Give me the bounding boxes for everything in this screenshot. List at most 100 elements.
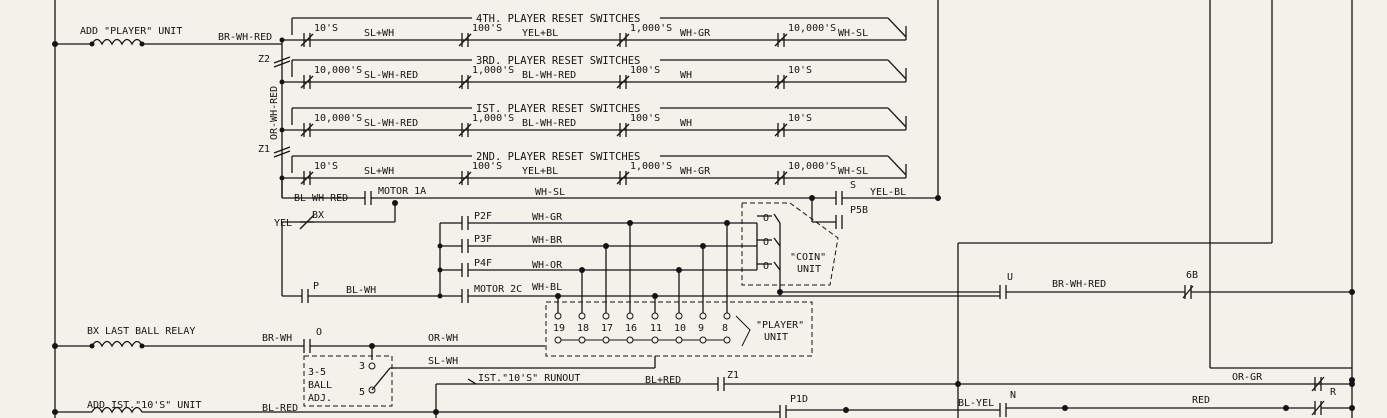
player-contact-top-8 bbox=[723, 312, 731, 320]
player-contact-top-7 bbox=[699, 312, 707, 320]
bl-red-label: BL+RED bbox=[645, 375, 681, 386]
r-relay-contact bbox=[1311, 376, 1355, 392]
switch-label-3-4: 10'S bbox=[788, 113, 812, 124]
reset-switch-1-2 bbox=[458, 33, 472, 47]
bl-red-2-label: BL-RED bbox=[262, 403, 298, 414]
bl-wh-red-label: BL-WH-RED bbox=[294, 193, 348, 204]
p4f-label: P4F bbox=[474, 258, 492, 269]
player-contact-top-3 bbox=[602, 312, 610, 320]
wire-label-1-1: SL+WH bbox=[364, 28, 394, 39]
player-unit-label-1: "PLAYER" bbox=[756, 320, 804, 331]
or-wh-label: OR-WH bbox=[428, 333, 458, 344]
player-contact-6: 10 bbox=[674, 312, 700, 344]
bx-contact-label: BX bbox=[312, 210, 324, 221]
wire-label-br-wh-red: BR-WH-RED bbox=[218, 32, 272, 43]
p5b-label: P5B bbox=[850, 205, 868, 216]
reset-switch-3-1 bbox=[300, 123, 314, 137]
ball-adj-5: 5 bbox=[359, 387, 365, 398]
switch-label-3-1: 10,000'S bbox=[314, 113, 362, 124]
or-wh-red-label: OR-WH-RED bbox=[269, 86, 280, 140]
player-contact-bottom-2 bbox=[578, 336, 586, 344]
player-contact-top-6 bbox=[675, 312, 683, 320]
reset-switch-3-2 bbox=[458, 123, 472, 137]
wire-label-2-2: BL-WH-RED bbox=[522, 70, 576, 81]
player-contact-3: 17 bbox=[601, 312, 627, 344]
reset-switch-banks: 4TH. PLAYER RESET SWITCHES 10'S SL+WH 100'S… bbox=[282, 13, 907, 185]
player-contact-num-3: 17 bbox=[601, 323, 613, 334]
reset-switch-1-4 bbox=[774, 33, 788, 47]
player-contact-7: 9 bbox=[698, 312, 724, 344]
wire-label-3-1: SL-WH-RED bbox=[364, 118, 418, 129]
add-10s-unit bbox=[52, 400, 1355, 418]
last-ball-relay-label: BX LAST BALL RELAY bbox=[87, 326, 195, 337]
reset-switch-1-1 bbox=[300, 33, 314, 47]
n-contact-label: N bbox=[1010, 390, 1016, 401]
bank-heading-3: IST. PLAYER RESET SWITCHES bbox=[476, 103, 640, 115]
z1-runout-label: Z1 bbox=[727, 370, 739, 381]
yel-bl-label: YEL-BL bbox=[870, 187, 906, 198]
reset-switch-1-3 bbox=[616, 33, 630, 47]
6b-contact-label: 6B bbox=[1186, 270, 1198, 281]
ball-adjust bbox=[303, 355, 656, 407]
last-ball-relay bbox=[52, 339, 545, 360]
bl-yel-label: BL-YEL bbox=[958, 398, 994, 409]
coin-contact-3: O bbox=[763, 261, 769, 272]
wire-label-3-3: WH bbox=[680, 118, 692, 129]
player-contact-8: 8 bbox=[722, 312, 731, 344]
player-contact-top-4 bbox=[626, 312, 634, 320]
switch-label-1-2: 100'S bbox=[472, 23, 502, 34]
player-contact-bottom-8 bbox=[723, 336, 731, 344]
player-contact-num-4: 16 bbox=[625, 323, 637, 334]
reset-switch-2-2 bbox=[458, 75, 472, 89]
br-wh-label: BR-WH bbox=[262, 333, 292, 344]
player-contact-bottom-7 bbox=[699, 336, 707, 344]
switch-label-2-1: 10,000'S bbox=[314, 65, 362, 76]
u-6b-line bbox=[780, 285, 1355, 299]
p2f-label: P2F bbox=[474, 211, 492, 222]
switch-label-4-4: 10,000'S bbox=[788, 161, 836, 172]
bank-heading-1: 4TH. PLAYER RESET SWITCHES bbox=[476, 13, 640, 25]
player-contact-bottom-1 bbox=[554, 336, 562, 344]
switch-label-2-4: 10'S bbox=[788, 65, 812, 76]
wh-sl-label: WH-SL bbox=[535, 187, 565, 198]
player-contact-top-2 bbox=[578, 312, 586, 320]
player-contact-num-5: 11 bbox=[650, 323, 662, 334]
player-contact-top-1 bbox=[554, 312, 562, 320]
ball-adj-label-2: BALL bbox=[308, 380, 332, 391]
runout-label: IST."10'S" RUNOUT bbox=[478, 373, 580, 384]
p3f-label: P3F bbox=[474, 234, 492, 245]
bank-heading-4: 2ND. PLAYER RESET SWITCHES bbox=[476, 151, 640, 163]
wh-gr-label: WH-GR bbox=[532, 212, 563, 223]
player-contact-bottom-6 bbox=[675, 336, 683, 344]
player-contact-1: 19 bbox=[553, 312, 579, 344]
switch-label-3-2: 1,000'S bbox=[472, 113, 514, 124]
motor-2c-label: MOTOR 2C bbox=[474, 284, 522, 295]
player-contact-num-6: 10 bbox=[674, 323, 686, 334]
switch-label-1-3: 1,000'S bbox=[630, 23, 672, 34]
reset-switch-4-2 bbox=[458, 171, 472, 185]
wire-label-1-3: WH-GR bbox=[680, 28, 711, 39]
z1-label: Z1 bbox=[258, 144, 270, 155]
coin-unit-label-1: "COIN" bbox=[790, 252, 826, 263]
z2-label: Z2 bbox=[258, 54, 270, 65]
wire-label-1-4: WH-SL bbox=[838, 28, 868, 39]
player-contact-num-8: 8 bbox=[722, 323, 728, 334]
wire-label-2-1: SL-WH-RED bbox=[364, 70, 418, 81]
p-rows bbox=[437, 216, 1000, 314]
reset-switch-4-4 bbox=[774, 171, 788, 185]
motor-1a-label: MOTOR 1A bbox=[378, 186, 426, 197]
player-contact-bottom-4 bbox=[626, 336, 634, 344]
player-wiper bbox=[735, 315, 751, 347]
p-contact-label: P bbox=[313, 281, 319, 292]
sl-wh-label: SL-WH bbox=[428, 356, 458, 367]
ball-adj-label-3: ADJ. bbox=[308, 393, 332, 404]
reset-switch-2-1 bbox=[300, 75, 314, 89]
wire-label-4-3: WH-GR bbox=[680, 166, 711, 177]
coin-unit bbox=[741, 202, 839, 296]
add-player-unit-coil bbox=[52, 38, 282, 47]
coin-contact-1: O bbox=[763, 213, 769, 224]
switch-label-2-3: 100'S bbox=[630, 65, 660, 76]
player-unit bbox=[545, 301, 813, 357]
